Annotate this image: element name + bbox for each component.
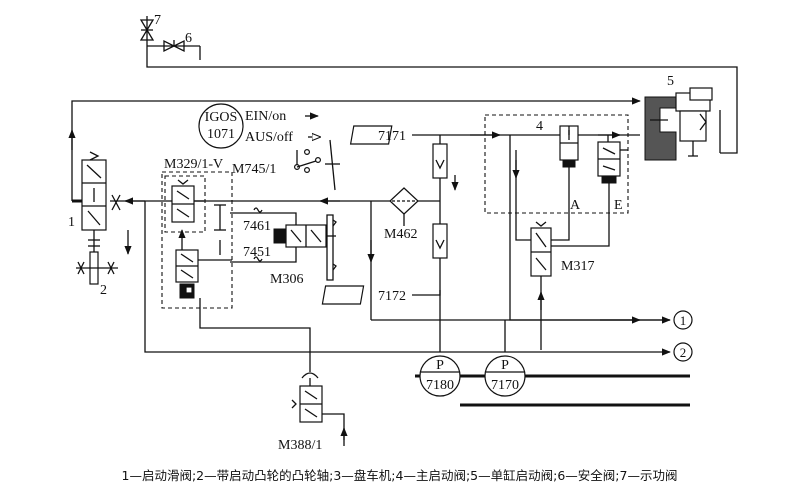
box-7172-text: 7172 <box>378 289 406 304</box>
switch-m745 <box>294 139 340 191</box>
m306-label: M306 <box>270 272 303 287</box>
signal-7172: 7172 <box>321 285 441 305</box>
camshaft-2 <box>76 238 118 285</box>
safety-valve-6 <box>147 39 201 60</box>
label-2: 2 <box>100 283 107 298</box>
indicator-line <box>146 60 738 154</box>
m317-label: M317 <box>561 259 594 274</box>
output-line-2 <box>144 201 671 356</box>
p7170-top: P <box>501 358 509 373</box>
m388-label: M388/1 <box>278 438 322 453</box>
m462-label: M462 <box>384 227 417 242</box>
feed-to-start-valve <box>71 97 641 190</box>
igos-label-2: 1071 <box>207 127 235 142</box>
valve-m306 <box>230 207 336 263</box>
signal-7171: 7171 <box>349 125 640 145</box>
check-valve-lower <box>432 223 448 259</box>
ein-on-label: EIN/on <box>245 109 286 124</box>
output-2-label: 2 <box>680 345 687 360</box>
label-A: A <box>570 198 581 213</box>
check-valve-upper <box>432 143 448 179</box>
label-6: 6 <box>185 31 192 46</box>
main-start-valve-4 <box>559 125 628 184</box>
label-E: E <box>614 198 623 213</box>
p7180-top: P <box>436 358 444 373</box>
label-7: 7 <box>154 13 161 28</box>
igos-label-1: IGOS <box>205 110 238 125</box>
label-1: 1 <box>68 215 75 230</box>
output-1-circle <box>673 310 693 330</box>
m329-label: M329/1-V <box>164 157 223 172</box>
box-7171-text: 7171 <box>378 129 406 144</box>
m745-label: M745/1 <box>232 162 276 177</box>
p7170-bottom: 7170 <box>491 378 519 393</box>
pressure-sensor-7170: P 7170 <box>484 355 526 397</box>
single-cylinder-start-valve-5 <box>644 87 721 161</box>
valve-m329 <box>171 179 232 299</box>
output-2-circle <box>673 342 693 362</box>
label-5: 5 <box>667 74 674 89</box>
main-start-valve-4-box <box>484 114 629 214</box>
figure-caption: 1—启动滑阀;2—带启动凸轮的凸轮轴;3—盘车机;4—主启动阀;5—单缸启动阀;… <box>121 468 678 483</box>
m329-box <box>161 171 233 309</box>
p7180-bottom: 7180 <box>426 378 454 393</box>
valve-m317 <box>515 150 610 350</box>
label-4: 4 <box>536 119 543 134</box>
indicator-valve-7 <box>139 16 155 60</box>
output-1-label: 1 <box>680 313 687 328</box>
pressure-sensor-7180: P 7180 <box>419 355 461 397</box>
filter-m462 <box>389 187 440 226</box>
igos-1071-unit: IGOS 1071 <box>198 103 244 149</box>
turning-gear-3 <box>326 214 337 281</box>
aus-off-label: AUS/off <box>245 130 293 145</box>
label-7451: 7451 <box>243 245 271 260</box>
valve-m388 <box>291 372 345 440</box>
label-7461: 7461 <box>243 219 271 234</box>
start-slide-valve-1 <box>81 151 121 238</box>
